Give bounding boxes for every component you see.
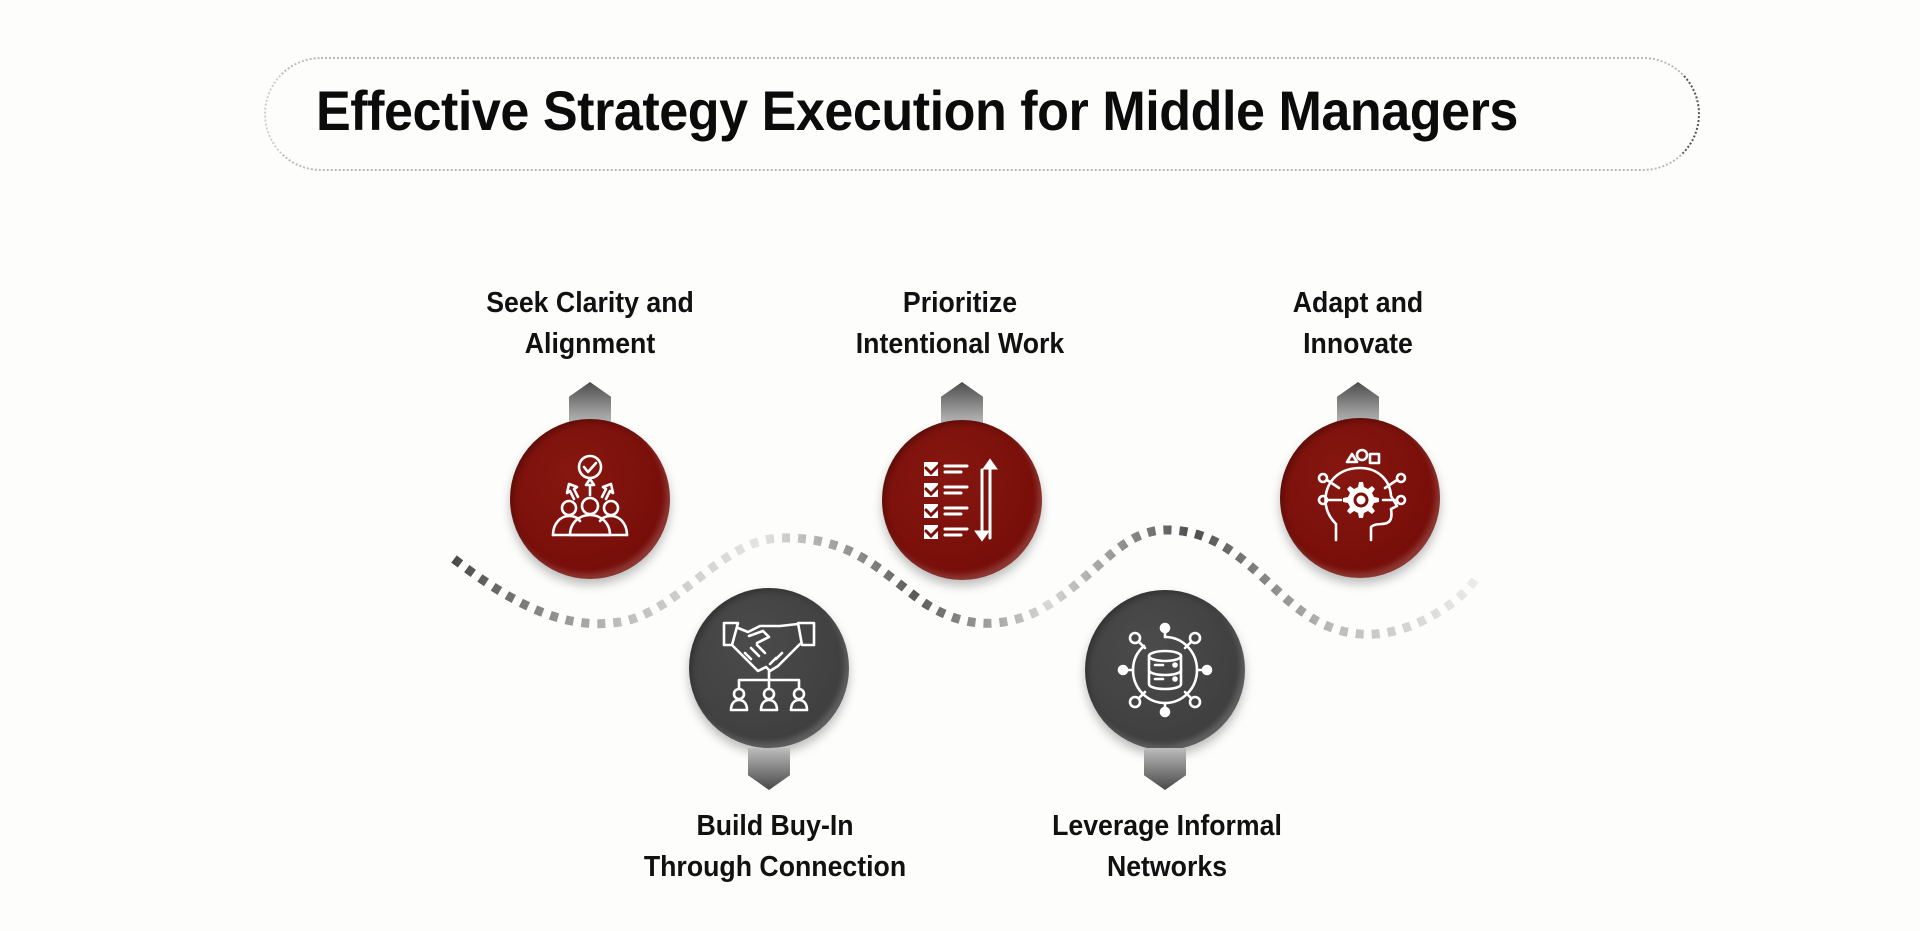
step-disc <box>689 588 849 748</box>
step-disc <box>1085 590 1245 750</box>
step-node-build-buy-in <box>689 588 849 748</box>
head-gear-innovation-icon <box>1317 448 1407 542</box>
step-node-prioritize <box>882 420 1042 580</box>
step-label-adapt-innovate: Adapt and Innovate <box>1292 287 1424 360</box>
title-frame <box>264 57 1700 171</box>
step-label-prioritize: Prioritize Intentional Work <box>855 287 1065 360</box>
step-node-seek-clarity <box>510 419 670 579</box>
step-label-build-buy-in: Build Buy-In Through Connection <box>643 810 907 883</box>
step-node-leverage-networks <box>1085 590 1245 750</box>
team-alignment-icon <box>551 454 629 537</box>
step-disc <box>510 419 670 579</box>
step-disc <box>882 420 1042 580</box>
page-title: Effective Strategy Execution for Middle … <box>316 79 1518 142</box>
step-label-leverage-networks: Leverage Informal Networks <box>1052 810 1282 883</box>
database-network-icon <box>1117 622 1213 718</box>
step-node-adapt-innovate <box>1280 418 1440 578</box>
step-label-seek-clarity: Seek Clarity and Alignment <box>486 287 694 360</box>
checklist-priority-icon <box>924 458 998 542</box>
handshake-network-icon <box>722 621 816 712</box>
step-disc <box>1280 418 1440 578</box>
